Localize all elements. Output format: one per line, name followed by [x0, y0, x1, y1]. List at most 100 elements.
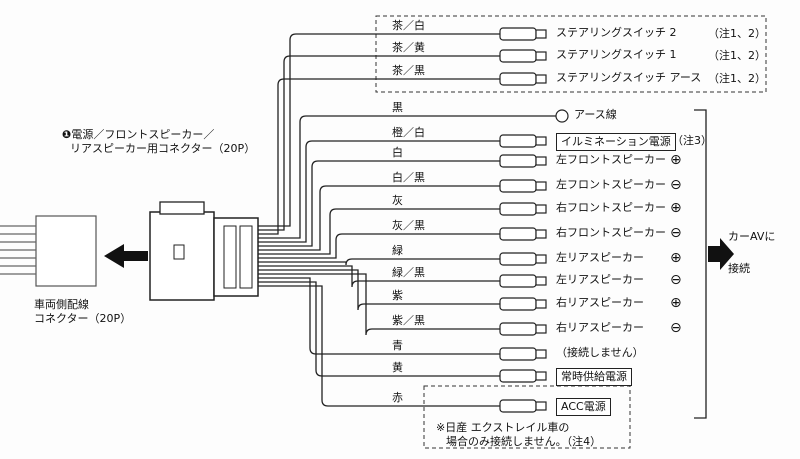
minus-icon: ⊖ — [670, 225, 682, 241]
wire-color-label: 茶／黒 — [392, 64, 425, 77]
wire-destination-label: 左リアスピーカー — [556, 273, 644, 286]
wire-6 — [258, 160, 500, 247]
minus-icon: ⊖ — [670, 320, 682, 336]
left-arrow — [104, 244, 148, 268]
wire-terminal-tip-11 — [535, 276, 547, 286]
wire-destination-label: ACC電源 — [556, 398, 611, 416]
wire-terminal-13 — [499, 322, 537, 336]
wire-terminal-tip-13 — [535, 324, 547, 334]
connector-number: ❶ — [62, 128, 72, 141]
wire-terminal-tip-16 — [535, 401, 547, 411]
wire-terminal-7 — [499, 179, 537, 193]
wire-terminal-tip-8 — [535, 204, 547, 214]
wire-terminal-tip-3 — [535, 74, 547, 84]
wire-destination-label: 常時供給電源 — [556, 368, 632, 386]
car-av-line1: カーAVに — [728, 230, 776, 243]
wire-terminal-5 — [499, 134, 537, 148]
wire-3 — [258, 78, 500, 235]
plus-icon: ⊕ — [670, 295, 682, 311]
wire-color-label: 紫／黒 — [392, 314, 425, 327]
wire-destination-label: 左リアスピーカー — [556, 251, 644, 264]
wire-destination-label: 右リアスピーカー — [556, 296, 644, 309]
wire-color-label: 青 — [392, 339, 403, 352]
wire-color-label: 白 — [392, 146, 403, 159]
connector-title-line2: リアスピーカー用コネクター（20P） — [70, 142, 256, 155]
wire-16 — [258, 285, 500, 407]
wire-terminal-8 — [499, 202, 537, 216]
wire-terminal-tip-12 — [535, 299, 547, 309]
wire-terminal-tip-6 — [535, 156, 547, 166]
wire-terminal-12 — [499, 297, 537, 311]
wire-terminal-9 — [499, 227, 537, 241]
nissan-note-line2: 場合のみ接続しません。（注4） — [446, 435, 602, 448]
wire-destination-label: ステアリングスイッチ 1 — [556, 48, 677, 61]
plus-icon: ⊕ — [670, 200, 682, 216]
wire-terminal-2 — [499, 49, 537, 63]
right-arrow — [708, 238, 734, 270]
car-av-line2: 接続 — [728, 262, 750, 275]
wire-destination-label: 右フロントスピーカー — [556, 226, 666, 239]
plus-icon: ⊕ — [670, 250, 682, 266]
wire-8 — [258, 208, 500, 255]
wire-terminal-tip-14 — [535, 349, 547, 359]
wire-terminal-tip-5 — [535, 136, 547, 146]
acc-group-box — [423, 385, 631, 449]
wire-color-label: 橙／白 — [392, 126, 425, 139]
wire-7 — [258, 185, 500, 251]
wire-note-label: （注1、2） — [708, 49, 766, 62]
wire-12 — [258, 269, 500, 311]
wire-terminal-16 — [499, 399, 537, 413]
wire-terminal-tip-1 — [535, 29, 547, 39]
wire-11 — [258, 265, 500, 288]
wire-note-label: （注1、2） — [708, 72, 766, 85]
right-bracket — [694, 109, 707, 419]
vehicle-connector-line1: 車両側配線 — [34, 298, 89, 311]
wire-destination-label: 右フロントスピーカー — [556, 201, 666, 214]
wire-14 — [258, 277, 500, 355]
wire-terminal-tip-15 — [535, 371, 547, 381]
wire-note-label: （注3） — [672, 134, 712, 147]
minus-icon: ⊖ — [670, 177, 682, 193]
wire-terminal-tip-9 — [535, 229, 547, 239]
wire-1 — [258, 33, 500, 227]
wire-terminal-3 — [499, 72, 537, 86]
plus-icon: ⊕ — [670, 152, 682, 168]
wire-color-label: 緑／黒 — [392, 266, 425, 279]
wire-destination-label: イルミネーション電源 — [556, 133, 676, 151]
minus-icon: ⊖ — [670, 272, 682, 288]
wire-terminal-tip-7 — [535, 181, 547, 191]
wire-13 — [258, 273, 500, 336]
wire-destination-label: （接続しません） — [556, 346, 644, 359]
wire-terminal-6 — [499, 154, 537, 168]
steering-group-box — [375, 15, 767, 93]
wire-color-label: 赤 — [392, 391, 403, 404]
wire-color-label: 黒 — [392, 101, 403, 114]
wire-destination-label: 左フロントスピーカー — [556, 153, 666, 166]
vehicle-connector-line2: コネクター（20P） — [34, 312, 132, 325]
wire-destination-label: 右リアスピーカー — [556, 321, 644, 334]
wire-color-label: 灰 — [392, 194, 403, 207]
wire-color-label: 茶／白 — [392, 19, 425, 32]
connector-title-text: 電源／フロントスピーカー／ — [71, 128, 215, 141]
wire-destination-label: ステアリングスイッチ アース — [556, 71, 702, 84]
wire-terminal-11 — [499, 274, 537, 288]
wire-2 — [258, 55, 500, 231]
wire-color-label: 茶／黄 — [392, 41, 425, 54]
vehicle-connector-wires — [0, 225, 36, 275]
connector-title-line1: ❶電源／フロントスピーカー／ — [62, 128, 214, 141]
wire-terminal-tip-2 — [535, 51, 547, 61]
wire-terminal-tip-10 — [535, 254, 547, 264]
wire-color-label: 白／黒 — [392, 171, 425, 184]
nissan-note-line1: ※日産 エクストレイル車の — [436, 421, 570, 434]
wire-9 — [258, 233, 500, 259]
wire-color-label: 紫 — [392, 289, 403, 302]
wire-terminal-15 — [499, 369, 537, 383]
wire-note-label: （注1、2） — [708, 27, 766, 40]
wire-destination-label: アース線 — [574, 108, 617, 121]
wire-4 — [258, 115, 500, 239]
ground-terminal — [540, 109, 569, 123]
wire-destination-label: 左フロントスピーカー — [556, 178, 666, 191]
wire-color-label: 緑 — [392, 244, 403, 257]
